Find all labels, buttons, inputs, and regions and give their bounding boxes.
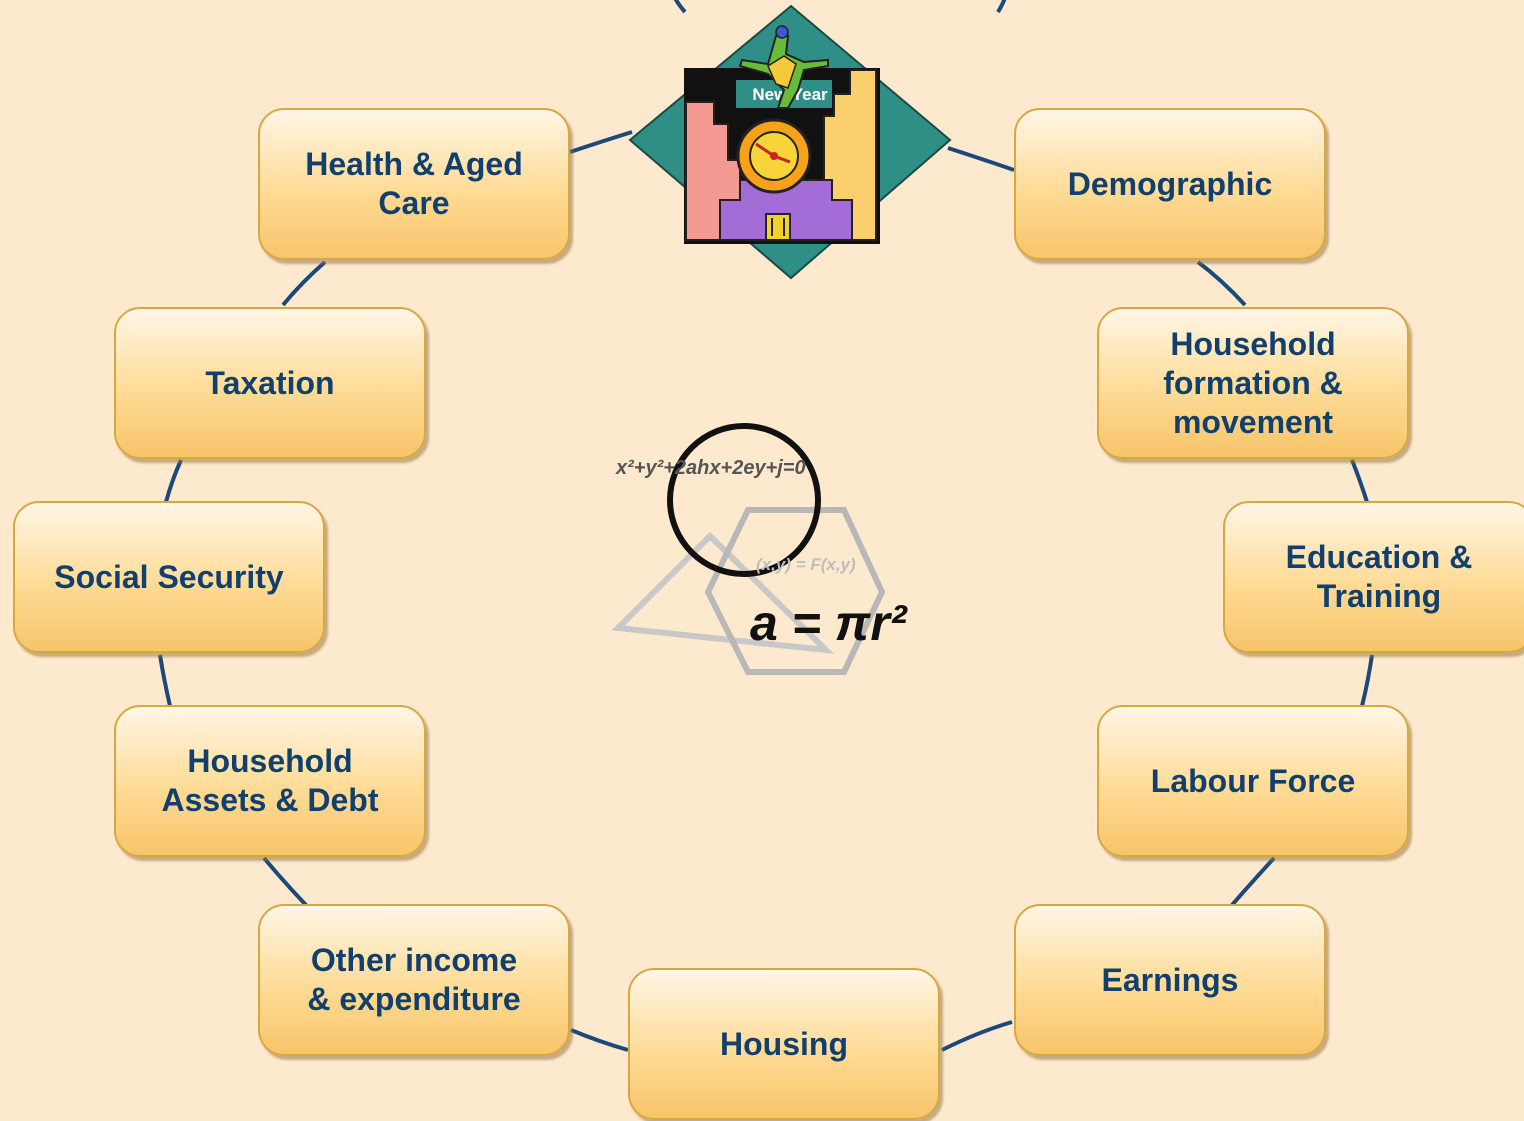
formula-circle-area: a = πr² <box>750 595 908 651</box>
node-label: Demographic <box>1067 165 1273 202</box>
grey-hexagon <box>704 507 886 675</box>
grey-triangle <box>612 531 835 654</box>
tower-door <box>765 213 791 241</box>
formula-circle-equation: x²+y²+2ahx+2ey+j=0 <box>615 457 806 479</box>
node-label: Education & Training <box>1285 539 1473 614</box>
node-social-security: Social Security <box>13 501 325 653</box>
node-other-income-expenditure: Other income & expenditure <box>258 904 570 1056</box>
formula-mapping: (x,y) = F(x,y) <box>756 555 856 574</box>
math-formula-clipart: x²+y²+2ahx+2ey+j=0 (x,y) = F(x,y) a = πr… <box>612 423 908 675</box>
node-education-training: Education & Training <box>1223 501 1524 653</box>
node-earnings: Earnings <box>1014 904 1326 1056</box>
node-label: Household formation & movement <box>1163 325 1343 440</box>
node-demographic: Demographic <box>1014 108 1326 260</box>
new-year-clock-clipart: New Year <box>628 4 952 280</box>
node-taxation: Taxation <box>114 307 426 459</box>
node-label: Household Assets & Debt <box>161 743 379 818</box>
purple-tower <box>719 179 853 241</box>
node-household-assets-debt: Household Assets & Debt <box>114 705 426 857</box>
node-label: Taxation <box>205 364 335 401</box>
node-label: Housing <box>720 1025 848 1062</box>
node-labour-force: Labour Force <box>1097 705 1409 857</box>
right-building <box>823 69 877 241</box>
node-label: Earnings <box>1101 961 1239 998</box>
node-label: Labour Force <box>1150 762 1356 799</box>
black-circle <box>667 423 821 577</box>
node-health-aged-care: Health & Aged Care <box>258 108 570 260</box>
node-label: Social Security <box>54 558 284 595</box>
node-housing: Housing <box>628 968 940 1120</box>
node-label: Health & Aged Care <box>305 146 523 221</box>
node-household-formation: Household formation & movement <box>1097 307 1409 459</box>
node-label: Other income & expenditure <box>307 942 521 1017</box>
